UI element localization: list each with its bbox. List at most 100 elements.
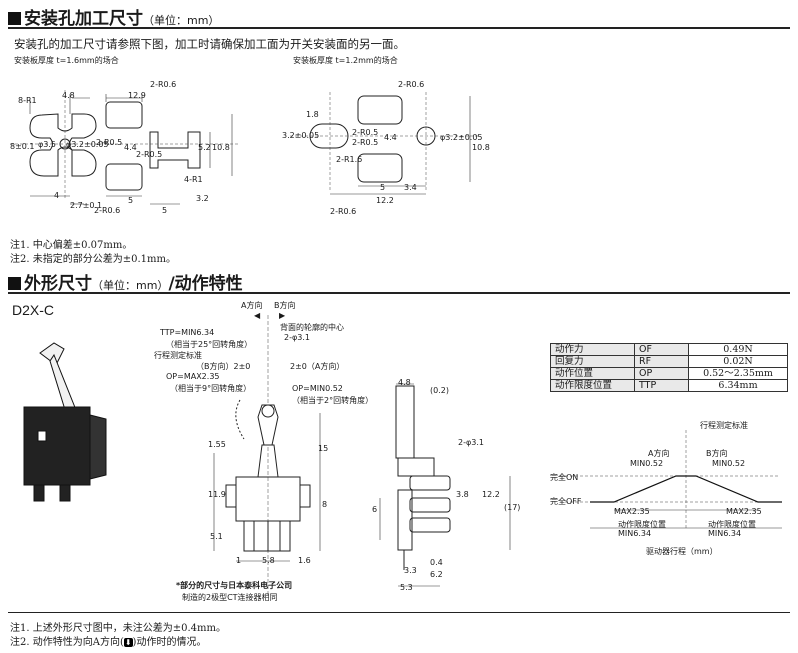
section1-unit: （单位：mm） [143,14,220,27]
dim-r-4-4: 4.4 [384,133,397,142]
spec-label: 动作位置 [550,367,635,380]
spec-value: 0.52～2.35mm [688,367,788,380]
dim-side-6: 6 [372,505,378,514]
dim-5-8: 5.8 [262,556,275,565]
dim-8-front: 8 [322,500,328,509]
section1-rule [8,27,790,29]
dim-2-r0-5-b: 2-R0.5 [136,150,163,159]
dim-side-hole: 2-φ3.1 [458,438,484,447]
bottom-rule [8,612,790,613]
note1-line1: 注1. 中心偏差±0.07mm。 [10,240,133,251]
dim-4: 4 [54,191,60,200]
dim-1-8: 1.8 [306,110,319,119]
product-illustration [23,342,107,502]
fig-right-caption: 安装板厚度 t=1.2mm的场合 [293,56,398,65]
arrow-right-icon: ▶ [279,311,286,320]
note2-line2-b: )动作时的情况。 [132,637,207,648]
dim-11-9: 11.9 [208,490,226,499]
dim-2-7: 2.7±0.1 [70,201,103,210]
dim-r-2-r1-6: 2-R1.6 [336,155,363,164]
dim-1-6: 1.6 [298,556,311,565]
spec-row: 动作位置 OP 0.52～2.35mm [550,367,788,380]
dim-side-0-2: (0.2) [430,386,449,395]
spec-symbol: OP [634,367,689,380]
operating-characteristic-diagram [560,430,782,530]
section1-title-text: 安装孔加工尺寸 [24,9,143,29]
dim-r-phi-3-2: φ3.2±0.05 [440,133,483,142]
dim-r-2-r0-5-a: 2-R0.5 [352,128,379,137]
bullet-square-icon [8,277,21,290]
front-ref-line: 行程测定标准 [154,351,202,360]
spec-label: 动作力 [550,343,635,356]
section1-title: 安装孔加工尺寸（单位：mm） [8,4,219,29]
spec-symbol: OF [634,343,689,356]
dim-5-a: 5 [128,196,134,205]
spec-label: 动作限度位置 [550,379,635,392]
dim-15: 15 [318,444,329,453]
dim-r-12-2: 12.2 [376,196,394,205]
dim-side-4-8: 4.8 [398,378,411,387]
note2-line1: 注1. 上述外形尺寸图中，未注公差为±0.4mm。 [10,623,226,634]
front-footnote-2: 制造的2极型CT连接器相同 [182,593,278,602]
section2-title: 外形尺寸（单位：mm）/动作特性 [8,269,243,294]
mounting-hole-figure-right [290,92,480,195]
front-opmin-note: （相当于2°回转角度） [292,396,374,405]
section2-unit: （单位：mm） [92,279,169,292]
dim-8-r1: 8-R1 [18,96,37,105]
dim-r-2-r0-5-b: 2-R0.5 [352,138,379,147]
chart-ttp-left-a: 动作限度位置 [618,520,666,529]
front-op-note: （相当于9°回转角度） [170,384,252,393]
bullet-square-icon [8,12,21,25]
dim-1-55: 1.55 [208,440,226,449]
chart-off: 完全OFF [550,497,582,506]
note2-line2-a: 注2. 动作特性为向A方向( [10,637,124,648]
spec-value: 6.34mm [688,379,788,392]
chart-ttp-right-a: 动作限度位置 [708,520,756,529]
section2-rule [8,292,790,294]
chart-ttp-left-b: MIN6.34 [618,529,652,538]
note2-line2: 注2. 动作特性为向A方向(⬇)动作时的情况。 [10,633,206,648]
front-footnote-1: *部分的尺寸与日本泰科电子公司 [176,581,293,590]
chart-dir-b: B方向 [706,449,728,458]
dim-r-2-r0-6-bottom: 2-R0.6 [330,207,357,216]
dim-side-17: (17) [504,503,521,512]
spec-row: 回复力 RF 0.02N [550,355,788,368]
dim-phi-3-5: φ3.5 [38,140,56,149]
dim-10-8: 10.8 [212,143,230,152]
spec-symbol: RF [634,355,689,368]
dim-2-r0-6-bottom: 2-R0.6 [94,206,121,215]
dim-8: 8±0.1 [10,142,35,151]
dim-4-r1: 4-R1 [184,175,203,184]
front-opmin: OP=MIN0.52 [292,384,343,393]
chart-min-right: MIN0.52 [712,459,746,468]
front-a-dir: 2±0（A方向） [290,362,345,371]
dim-3-2: 3.2 [196,194,209,203]
dim-12-9: 12.9 [128,91,146,100]
intro-text: 安装孔的加工尺寸请参照下图，加工时请确保加工面为开关安装面的另一面。 [14,37,405,51]
front-ttp: TTP=MIN6.34 [160,328,215,337]
section2-title-text: 外形尺寸 [24,274,92,294]
chart-min-left: MIN0.52 [630,459,664,468]
spec-label: 回复力 [550,355,635,368]
spec-symbol: TTP [634,379,689,392]
dim-r-5: 5 [380,183,386,192]
front-hole: 2-φ3.1 [284,333,310,342]
chart-dir-a: A方向 [648,449,670,458]
chart-ttp-right-b: MIN6.34 [708,529,742,538]
arrow-left-icon: ◀ [254,311,261,320]
dim-side-5-3: 5.3 [400,583,413,592]
spec-value: 0.02N [688,355,788,368]
dim-4-4: 4.4 [124,143,137,152]
fig-left-caption: 安装板厚度 t=1.6mm的场合 [14,56,119,65]
dim-r-2-r0-6-top: 2-R0.6 [398,80,425,89]
chart-on: 完全ON [550,473,579,482]
spec-value: 0.49N [688,343,788,356]
model-name: D2X-C [12,302,55,318]
dim-1: 1 [236,556,242,565]
dim-2-r0-6-top: 2-R0.6 [150,80,177,89]
section2-title-suffix: /动作特性 [168,274,243,294]
front-b-dir: （B方向）2±0 [196,362,251,371]
dim-side-3-3: 3.3 [404,566,417,575]
chart-xlabel: 驱动器行程（mm） [646,547,718,556]
chart-ref: 行程测定标准 [700,421,748,430]
